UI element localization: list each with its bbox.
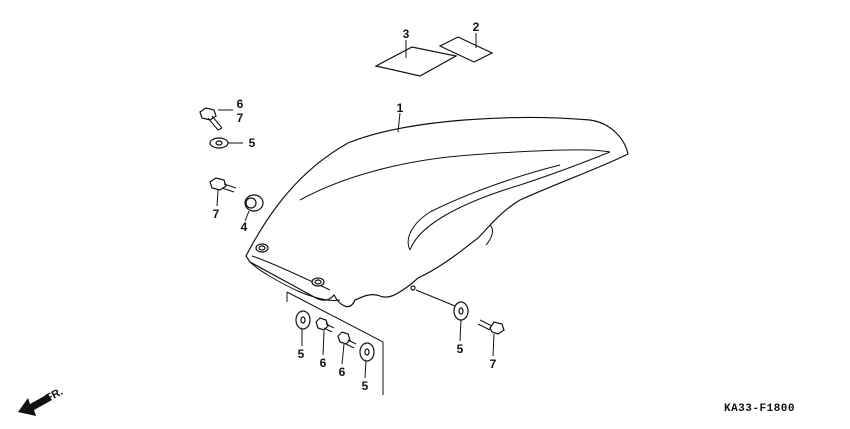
callout-5-bottom-right: 5 bbox=[362, 379, 369, 393]
bolt-right bbox=[477, 319, 505, 335]
washer-right bbox=[453, 301, 469, 321]
leader-right-hole bbox=[415, 289, 456, 307]
callout-6-bottom-1: 6 bbox=[320, 356, 327, 370]
callout-3: 3 bbox=[403, 27, 410, 41]
callout-1: 1 bbox=[397, 101, 404, 115]
bolt-bottom-2 bbox=[337, 331, 357, 349]
diagram-code: KA33-F1800 bbox=[724, 403, 795, 415]
rear-fender-part bbox=[245, 116, 629, 308]
callout-5-right: 5 bbox=[457, 342, 464, 356]
bolt-bottom-1 bbox=[315, 317, 335, 333]
front-direction-label: FR. bbox=[44, 386, 65, 405]
callout-4: 4 bbox=[241, 220, 248, 234]
decal-small-part bbox=[438, 36, 494, 63]
callout-7-top: 7 bbox=[237, 111, 244, 125]
leader-5-right bbox=[459, 319, 462, 342]
washer-bottom-right bbox=[359, 342, 375, 362]
collar-part bbox=[244, 194, 264, 212]
callout-5-top: 5 bbox=[249, 136, 256, 150]
front-direction-arrow-icon bbox=[18, 394, 52, 416]
bolt-mid-left bbox=[209, 177, 237, 193]
callout-6-top: 6 bbox=[237, 97, 244, 111]
leader-1 bbox=[397, 112, 401, 133]
leader-7-left bbox=[216, 189, 219, 207]
callout-7-right: 7 bbox=[490, 357, 497, 371]
callout-5-bottom-left: 5 bbox=[298, 347, 305, 361]
group-bracket bbox=[286, 291, 384, 395]
callout-2: 2 bbox=[473, 20, 480, 34]
leader-5-bottom-right bbox=[364, 360, 367, 379]
leader-6-bottom-1 bbox=[322, 330, 325, 356]
callout-6-bottom-2: 6 bbox=[339, 365, 346, 379]
callout-7-left: 7 bbox=[213, 207, 220, 221]
washer-bottom-left bbox=[295, 310, 311, 330]
decal-large-part bbox=[374, 46, 458, 77]
leader-7-right bbox=[492, 333, 495, 357]
leader-6-bottom-2 bbox=[341, 343, 345, 365]
bolt-top-left bbox=[199, 107, 223, 131]
washer-top-left bbox=[209, 137, 229, 149]
leader-4 bbox=[244, 210, 250, 222]
